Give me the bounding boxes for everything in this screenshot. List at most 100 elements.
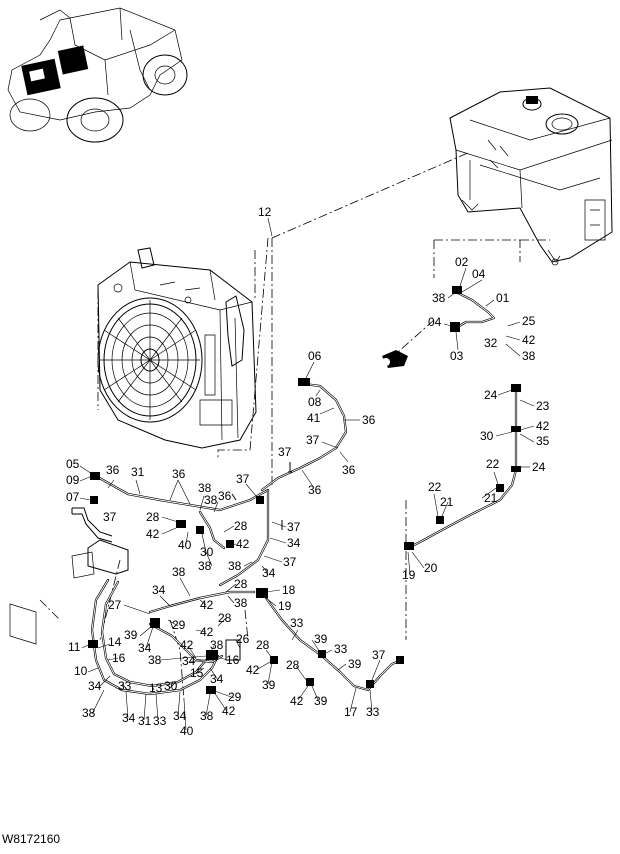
part-callout: 33 xyxy=(334,642,348,656)
part-callout: 14 xyxy=(108,635,122,649)
part-callout: 34 xyxy=(182,654,196,668)
part-callout: 27 xyxy=(108,598,122,612)
part-callout: 28 xyxy=(234,577,248,591)
part-callout: 38 xyxy=(198,559,212,573)
part-callout: 34 xyxy=(138,641,152,655)
part-callout: 16 xyxy=(226,653,240,667)
part-callout: 38 xyxy=(148,653,162,667)
part-callout: 19 xyxy=(278,599,292,613)
part-callout: 23 xyxy=(536,399,550,413)
part-callout: 42 xyxy=(290,694,304,708)
part-callout: 42 xyxy=(146,527,160,541)
part-callout: 32 xyxy=(484,336,498,350)
part-callout: 39 xyxy=(314,632,328,646)
leader-lines xyxy=(79,217,535,731)
part-callout: 17 xyxy=(344,705,358,719)
part-callout: 29 xyxy=(172,618,186,632)
part-callout: 37 xyxy=(372,648,386,662)
part-callout: 31 xyxy=(138,714,152,728)
part-callout: 42 xyxy=(222,704,236,718)
part-callout: 42 xyxy=(536,419,550,433)
part-callout: 22 xyxy=(428,480,442,494)
part-callout: 38 xyxy=(198,481,212,495)
part-callout: 38 xyxy=(432,291,446,305)
part-callout: 38 xyxy=(200,709,214,723)
part-callout: 38 xyxy=(172,565,186,579)
part-callout: 42 xyxy=(522,333,536,347)
part-callout: 21 xyxy=(484,491,498,505)
part-callout: 20 xyxy=(424,561,438,575)
part-callout: 35 xyxy=(536,434,550,448)
hydraulic-tank xyxy=(449,87,613,266)
part-callout: 18 xyxy=(282,583,296,597)
part-callout: 40 xyxy=(178,538,192,552)
part-callout: 28 xyxy=(218,611,232,625)
fittings xyxy=(9,286,521,694)
part-callout: 36 xyxy=(218,489,232,503)
part-callout: 24 xyxy=(532,460,546,474)
part-callout: 06 xyxy=(308,349,322,363)
part-callout: 38 xyxy=(522,349,536,363)
hose-lines xyxy=(71,290,518,696)
part-callout: 04 xyxy=(472,267,486,281)
part-callout: 38 xyxy=(228,559,242,573)
part-callout: 36 xyxy=(342,463,356,477)
part-callout: 38 xyxy=(82,706,96,720)
part-callout: 39 xyxy=(348,657,362,671)
part-callout: 37 xyxy=(283,555,297,569)
part-callout: 22 xyxy=(486,457,500,471)
part-callout: 33 xyxy=(153,714,167,728)
part-callout: 42 xyxy=(246,663,260,677)
part-callout: 33 xyxy=(366,705,380,719)
part-callout: 21 xyxy=(440,495,454,509)
part-callout: 19 xyxy=(402,568,416,582)
part-callout: 30 xyxy=(164,679,178,693)
part-callout: 24 xyxy=(484,388,498,402)
part-callout: 34 xyxy=(122,711,136,725)
part-callout: 42 xyxy=(200,625,214,639)
part-callout: 34 xyxy=(88,679,102,693)
part-callout: 34 xyxy=(262,566,276,580)
part-callout: 40 xyxy=(180,724,194,738)
part-callout: 37 xyxy=(278,445,292,459)
part-callout: 41 xyxy=(307,411,321,425)
part-callout: 25 xyxy=(522,314,536,328)
part-callout: 42 xyxy=(200,598,214,612)
part-callout: 28 xyxy=(286,658,300,672)
figure-code: W8172160 xyxy=(2,832,61,846)
part-callout: 05 xyxy=(66,457,80,471)
cooler-fan-assembly xyxy=(97,247,257,449)
part-callout: 30 xyxy=(480,429,494,443)
part-callout: 36 xyxy=(362,413,376,427)
part-callout: 26 xyxy=(236,632,250,646)
part-callout: 12 xyxy=(258,205,272,219)
part-callout: 33 xyxy=(290,616,304,630)
part-callout: 09 xyxy=(66,473,80,487)
part-callout: 30 xyxy=(200,545,214,559)
part-callout: 01 xyxy=(496,291,510,305)
part-callout: 38 xyxy=(210,638,224,652)
part-callout: 28 xyxy=(146,510,160,524)
part-callout: 42 xyxy=(180,638,194,652)
part-callout: 37 xyxy=(236,472,250,486)
part-callout: 04 xyxy=(428,315,442,329)
part-callout: 13 xyxy=(149,681,163,695)
part-callout: 15 xyxy=(190,666,204,680)
part-callout: 36 xyxy=(106,463,120,477)
part-callout: 34 xyxy=(287,536,301,550)
part-callout: 37 xyxy=(306,433,320,447)
part-callout: 02 xyxy=(455,255,469,269)
part-callout: 31 xyxy=(131,465,145,479)
part-callout: 08 xyxy=(308,395,322,409)
part-callout: 11 xyxy=(68,640,81,654)
part-callout: 37 xyxy=(103,510,117,524)
part-callout: 39 xyxy=(124,628,138,642)
part-callout: 36 xyxy=(308,483,322,497)
part-callout: 42 xyxy=(236,537,250,551)
part-callout: 33 xyxy=(118,679,132,693)
part-callout: 29 xyxy=(228,690,242,704)
part-callout: 39 xyxy=(262,678,276,692)
part-callout: 28 xyxy=(256,638,270,652)
